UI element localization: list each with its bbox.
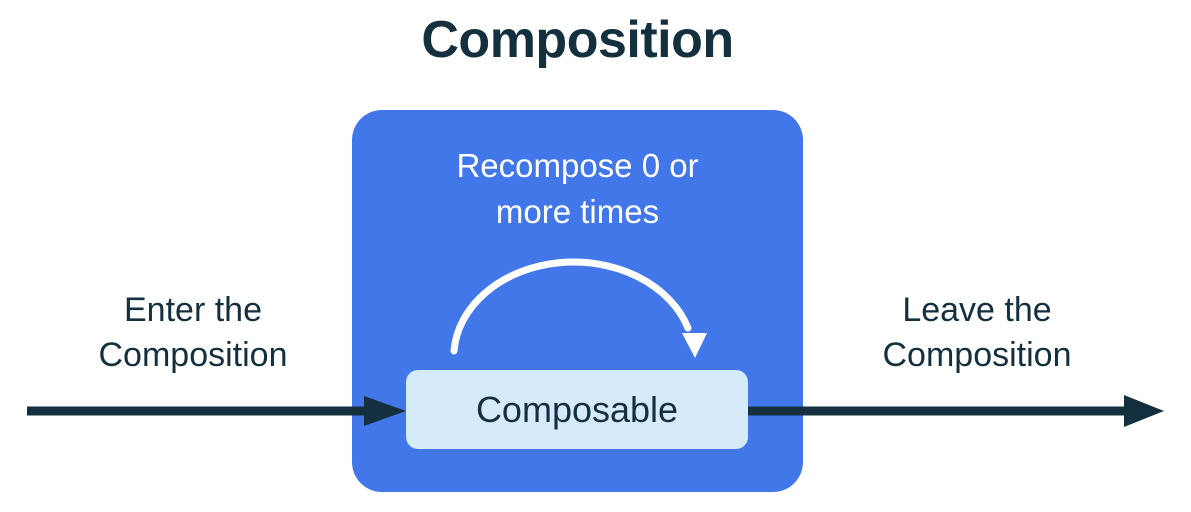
composable-box: Composable (406, 370, 748, 449)
diagram-title: Composition (421, 11, 734, 69)
recompose-label: Recompose 0 or more times (456, 147, 699, 230)
enter-composition-label: Enter the Composition (98, 291, 288, 374)
right-arrow-icon (1124, 395, 1164, 427)
composable-label: Composable (475, 388, 679, 430)
leave-composition-label: Leave the Composition (882, 291, 1072, 374)
